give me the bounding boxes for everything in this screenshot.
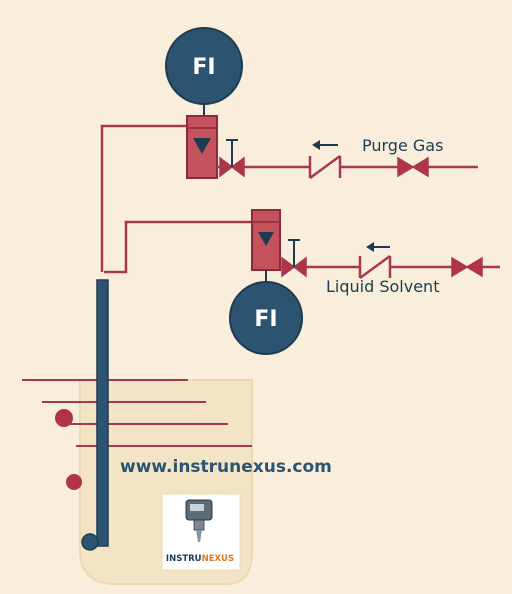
purge-gas-label: Purge Gas xyxy=(362,136,443,155)
liquid-solvent-tubing xyxy=(104,220,500,274)
solvent-needle-valve xyxy=(280,239,307,278)
purge-check-valve xyxy=(308,154,342,180)
flow-indicator-bottom xyxy=(229,281,303,355)
instrunexus-logo: INSTRUNEXUS xyxy=(161,493,241,571)
solvent-flow-arrow xyxy=(366,242,390,252)
level-marker-circle-lower xyxy=(66,474,82,490)
purge-gas-tubing xyxy=(100,124,478,272)
dip-tube xyxy=(96,279,109,547)
purge-rotameter xyxy=(186,104,218,179)
purge-gate-valve xyxy=(397,156,429,178)
solvent-gate-valve xyxy=(451,256,483,278)
purge-needle-valve xyxy=(217,139,245,178)
flow-indicator-bottom-label: FI xyxy=(254,307,277,332)
website-text: www.instrunexus.com xyxy=(120,457,332,477)
purge-flow-arrow xyxy=(312,140,338,150)
liquid-solvent-label: Liquid Solvent xyxy=(326,277,439,296)
flow-indicator-top xyxy=(165,27,243,105)
solvent-rotameter xyxy=(251,209,281,282)
flow-indicator-top-label: FI xyxy=(192,55,215,80)
dip-tube-tip xyxy=(81,533,99,551)
level-marker-circle xyxy=(55,409,73,427)
logo-text: INSTRUNEXUS xyxy=(166,554,234,564)
solvent-check-valve xyxy=(358,254,392,280)
